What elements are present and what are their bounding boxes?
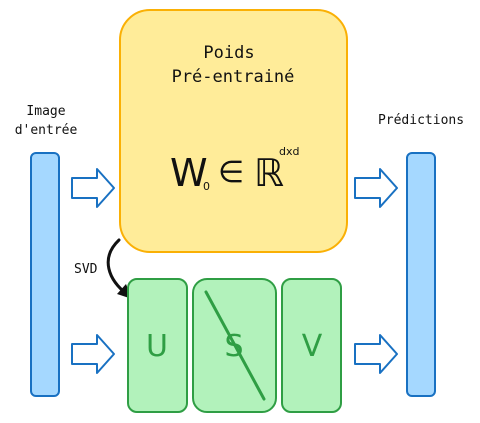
- matrix-s-diagonal: [204, 290, 266, 401]
- formula-element-of: ∈: [218, 155, 244, 190]
- output-label: Prédictions: [378, 113, 464, 128]
- arrow-input-to-weights: [71, 168, 115, 208]
- matrix-v-box: [281, 278, 342, 413]
- formula-superscript: dxd: [279, 145, 299, 158]
- arrow-svd-to-output: [354, 334, 398, 374]
- input-label-line2: d'entrée: [15, 123, 78, 138]
- weights-block: [119, 9, 348, 253]
- matrix-v-label: V: [302, 329, 323, 364]
- arrow-weights-to-output: [354, 168, 398, 208]
- matrix-u-label: U: [146, 329, 168, 364]
- matrix-u-box: [127, 278, 188, 413]
- output-bar: [406, 152, 436, 397]
- formula-real-set: ℝ: [254, 151, 284, 195]
- svd-label: SVD: [74, 262, 98, 277]
- arrow-input-to-svd: [71, 334, 115, 374]
- weights-title-line2: Pré-entrainé: [172, 67, 295, 87]
- weights-title-line1: Poids: [203, 43, 254, 63]
- input-label-line1: Image: [26, 104, 65, 119]
- formula-W: W: [170, 151, 208, 195]
- formula-subscript: 0: [203, 180, 210, 193]
- input-bar: [30, 152, 60, 397]
